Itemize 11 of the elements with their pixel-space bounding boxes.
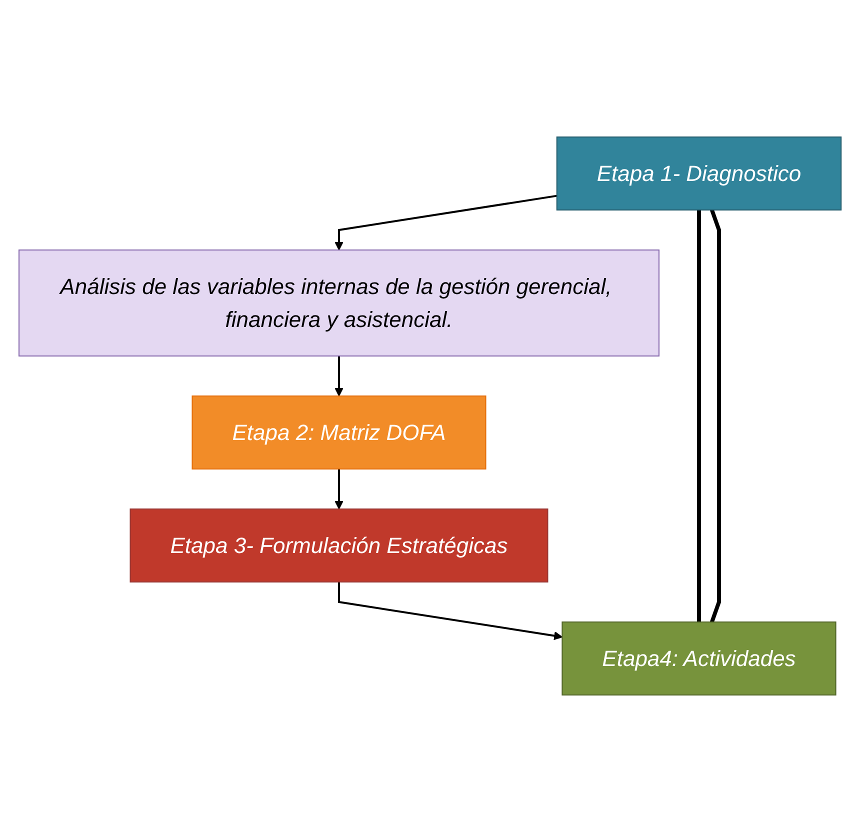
arrow: [335, 469, 344, 510]
arrow: [338, 582, 563, 640]
connector: [710, 209, 722, 623]
node-box: Análisis de las variables internas de la gestión gerencial, financiera y asistencial.: [18, 250, 660, 356]
node-box: Etapa4: Actividades: [562, 621, 837, 696]
connector: [697, 210, 702, 622]
arrow: [335, 356, 344, 396]
node-box: Etapa 3- Formulación Estratégicas: [130, 508, 549, 582]
node-box: Etapa 1- Diagnostico: [556, 136, 842, 210]
node-box: Etapa 2: Matriz DOFA: [192, 396, 487, 470]
arrow: [335, 194, 558, 250]
